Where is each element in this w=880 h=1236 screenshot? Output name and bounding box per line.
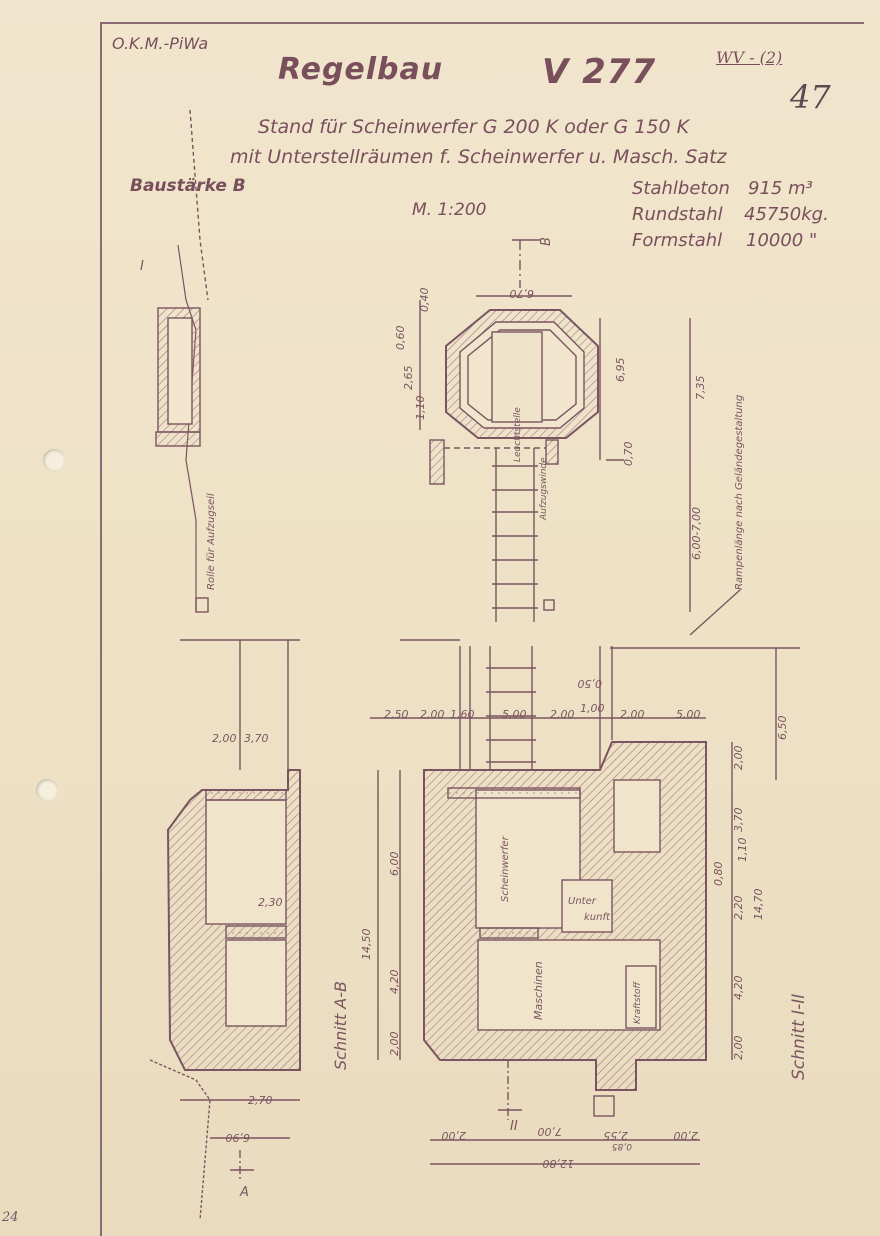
dim-690: 6,90	[226, 1131, 251, 1144]
dim-265: 2,65	[402, 366, 415, 391]
qty-label-formstahl: Formstahl	[632, 230, 723, 251]
page-number: 47	[790, 78, 831, 116]
plan-searchlight-position	[419, 239, 741, 636]
dim-600: 6,00	[388, 852, 401, 877]
label-maschinen: Maschinen	[532, 961, 545, 1020]
dim-100: 1,00	[580, 702, 605, 715]
dim-200e: 2,00	[388, 1032, 401, 1057]
section-label-a-b: Schnitt A-B	[331, 981, 350, 1070]
drawing-frame	[100, 22, 864, 1236]
dim-070: 0,70	[622, 442, 635, 467]
section-a-b	[149, 109, 301, 1221]
label-rampe: Rampenlänge nach Geländegestaltung	[734, 395, 745, 590]
dim-500: 5,00	[502, 708, 527, 721]
dim-250: 2,50	[384, 708, 409, 721]
baustaerke-label: Baustärke B	[130, 176, 246, 196]
dim-500b: 5,00	[676, 708, 701, 721]
label-leuchtstelle: Leuchtstelle	[513, 407, 523, 462]
dim-600-700: 6,00-7,00	[690, 507, 703, 560]
dim-040: 0,40	[418, 288, 431, 313]
marker-2: II	[510, 1119, 518, 1134]
dim-200f: 2,00	[212, 732, 237, 745]
qty-label-rundstahl: Rundstahl	[632, 204, 723, 225]
dim-060: 0,60	[394, 326, 407, 351]
dim-200i: 2,00	[674, 1129, 699, 1142]
dim-695: 6,95	[614, 358, 627, 383]
dim-200d: 2,00	[732, 746, 745, 771]
org-label: O.K.M.-PiWa	[112, 34, 209, 53]
marker-1: I	[140, 259, 144, 274]
dim-160: 1,60	[450, 708, 475, 721]
punch-hole-upper	[43, 449, 65, 471]
dim-370b: 3,70	[244, 732, 269, 745]
dim-650: 6,50	[776, 716, 789, 741]
label-unterkunft-2: kunft	[584, 912, 611, 923]
qty-value-stahlbeton: 915 m³	[748, 178, 813, 199]
subtitle-line-1: Stand für Scheinwerfer G 200 K oder G 15…	[258, 116, 690, 138]
dim-200g: 2,00	[732, 1036, 745, 1061]
dim-080: 0,80	[712, 862, 725, 887]
scale-label: M. 1:200	[412, 200, 487, 220]
label-scheinwerfer: Scheinwerfer	[500, 835, 511, 902]
corner-stamp: 24	[2, 1210, 19, 1225]
reference-note: WV - (2)	[716, 48, 783, 67]
dim-700: 7,00	[538, 1125, 563, 1138]
dim-670: 6,70	[510, 287, 535, 300]
label-kraftstoff: Kraftstoff	[633, 980, 643, 1024]
dim-220: 2,20	[732, 896, 745, 921]
section-1-2	[370, 639, 800, 1165]
label-rolle: Rolle für Aufzugseil	[206, 493, 217, 590]
qty-value-formstahl: 10000 "	[746, 230, 818, 251]
dim-200a: 2,00	[420, 708, 445, 721]
marker-a: A	[239, 1185, 249, 1200]
marker-b: B	[539, 237, 554, 246]
dim-420b: 4,20	[732, 976, 745, 1001]
dim-200h: 2,00	[442, 1129, 467, 1142]
dim-050a: 0,50	[578, 677, 603, 690]
dim-270: 2,70	[248, 1094, 273, 1107]
punch-hole-lower	[36, 779, 58, 801]
dim-1470: 14,70	[752, 889, 765, 921]
dim-1450: 14,50	[360, 929, 373, 961]
qty-label-stahlbeton: Stahlbeton	[632, 178, 730, 199]
section-label-1-2: Schnitt I-II	[789, 994, 809, 1080]
subtitle-line-2: mit Unterstellräumen f. Scheinwerfer u. …	[230, 146, 727, 168]
dim-200b: 2,00	[550, 708, 575, 721]
dim-200c: 2,00	[620, 708, 645, 721]
dim-420: 4,20	[388, 970, 401, 995]
dim-370: 3,70	[732, 808, 745, 833]
dim-1280: 12,80	[543, 1157, 575, 1170]
dim-110: 1,10	[414, 396, 427, 421]
title-number: V 277	[542, 52, 657, 92]
dim-255: 2,55	[604, 1129, 629, 1142]
qty-value-rundstahl: 45750kg.	[744, 204, 829, 225]
dim-735: 7,35	[694, 376, 707, 401]
label-unterkunft-1: Unter	[568, 896, 597, 907]
dim-110b: 1,10	[736, 838, 749, 863]
label-aufzugswinde: Aufzugswinde	[539, 457, 549, 521]
dim-085: 0,85	[612, 1141, 632, 1151]
title-regelbau: Regelbau	[278, 52, 444, 87]
dim-230: 2,30	[258, 896, 283, 909]
